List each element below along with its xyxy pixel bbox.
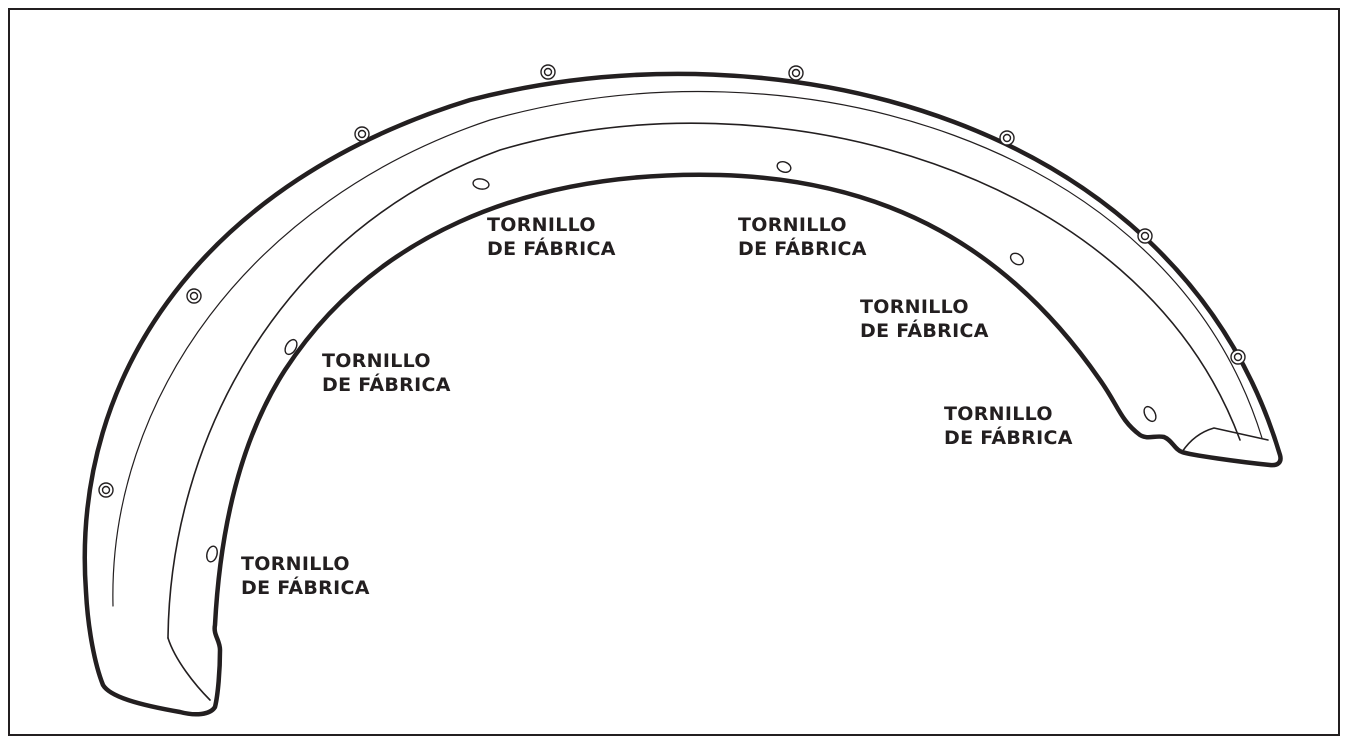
screw-label: TORNILLO DE FÁBRICA [241, 552, 370, 600]
screw-label-line2: DE FÁBRICA [322, 374, 451, 396]
screw-label-line2: DE FÁBRICA [944, 427, 1073, 449]
screw-label-line1: TORNILLO [487, 214, 596, 236]
flare-end-cap-left [167, 637, 211, 701]
screw-label-line1: TORNILLO [860, 296, 969, 318]
screw-label: TORNILLO DE FÁBRICA [944, 402, 1073, 450]
rivet-icon [999, 130, 1015, 146]
rivet-icon [788, 65, 804, 81]
screw-label-line1: TORNILLO [738, 214, 847, 236]
screw-label: TORNILLO DE FÁBRICA [860, 295, 989, 343]
screw-hole-icon [472, 178, 490, 190]
screw-hole-icon [206, 545, 218, 563]
screw-hole-icon [1143, 405, 1157, 423]
screw-hole-icon [284, 338, 298, 356]
screw-label-line2: DE FÁBRICA [487, 238, 616, 260]
screw-hole-icon [776, 161, 792, 173]
screw-label-line2: DE FÁBRICA [241, 577, 370, 599]
rivet-icon [354, 126, 370, 142]
screw-label: TORNILLO DE FÁBRICA [322, 349, 451, 397]
screw-label-line1: TORNILLO [944, 403, 1053, 425]
screw-label: TORNILLO DE FÁBRICA [487, 213, 616, 261]
rivet-icon [186, 288, 202, 304]
diagram-border [8, 8, 1340, 736]
flare-outline [82, 71, 1283, 717]
rivet-icon [98, 482, 114, 498]
screw-hole-group [206, 161, 1157, 563]
rivet-icon [1137, 228, 1153, 244]
flare-end-cap-right [1181, 427, 1269, 453]
rivet-icon [1230, 349, 1246, 365]
rivet-group [98, 64, 1246, 498]
screw-hole-icon [1009, 252, 1025, 266]
screw-label-line2: DE FÁBRICA [860, 320, 989, 342]
flare-trim-inner [167, 122, 1241, 639]
flare-trim-outer [112, 90, 1263, 607]
screw-label: TORNILLO DE FÁBRICA [738, 213, 867, 261]
screw-label-line2: DE FÁBRICA [738, 238, 867, 260]
rivet-icon [540, 64, 556, 80]
screw-label-line1: TORNILLO [241, 553, 350, 575]
screw-label-line1: TORNILLO [322, 350, 431, 372]
